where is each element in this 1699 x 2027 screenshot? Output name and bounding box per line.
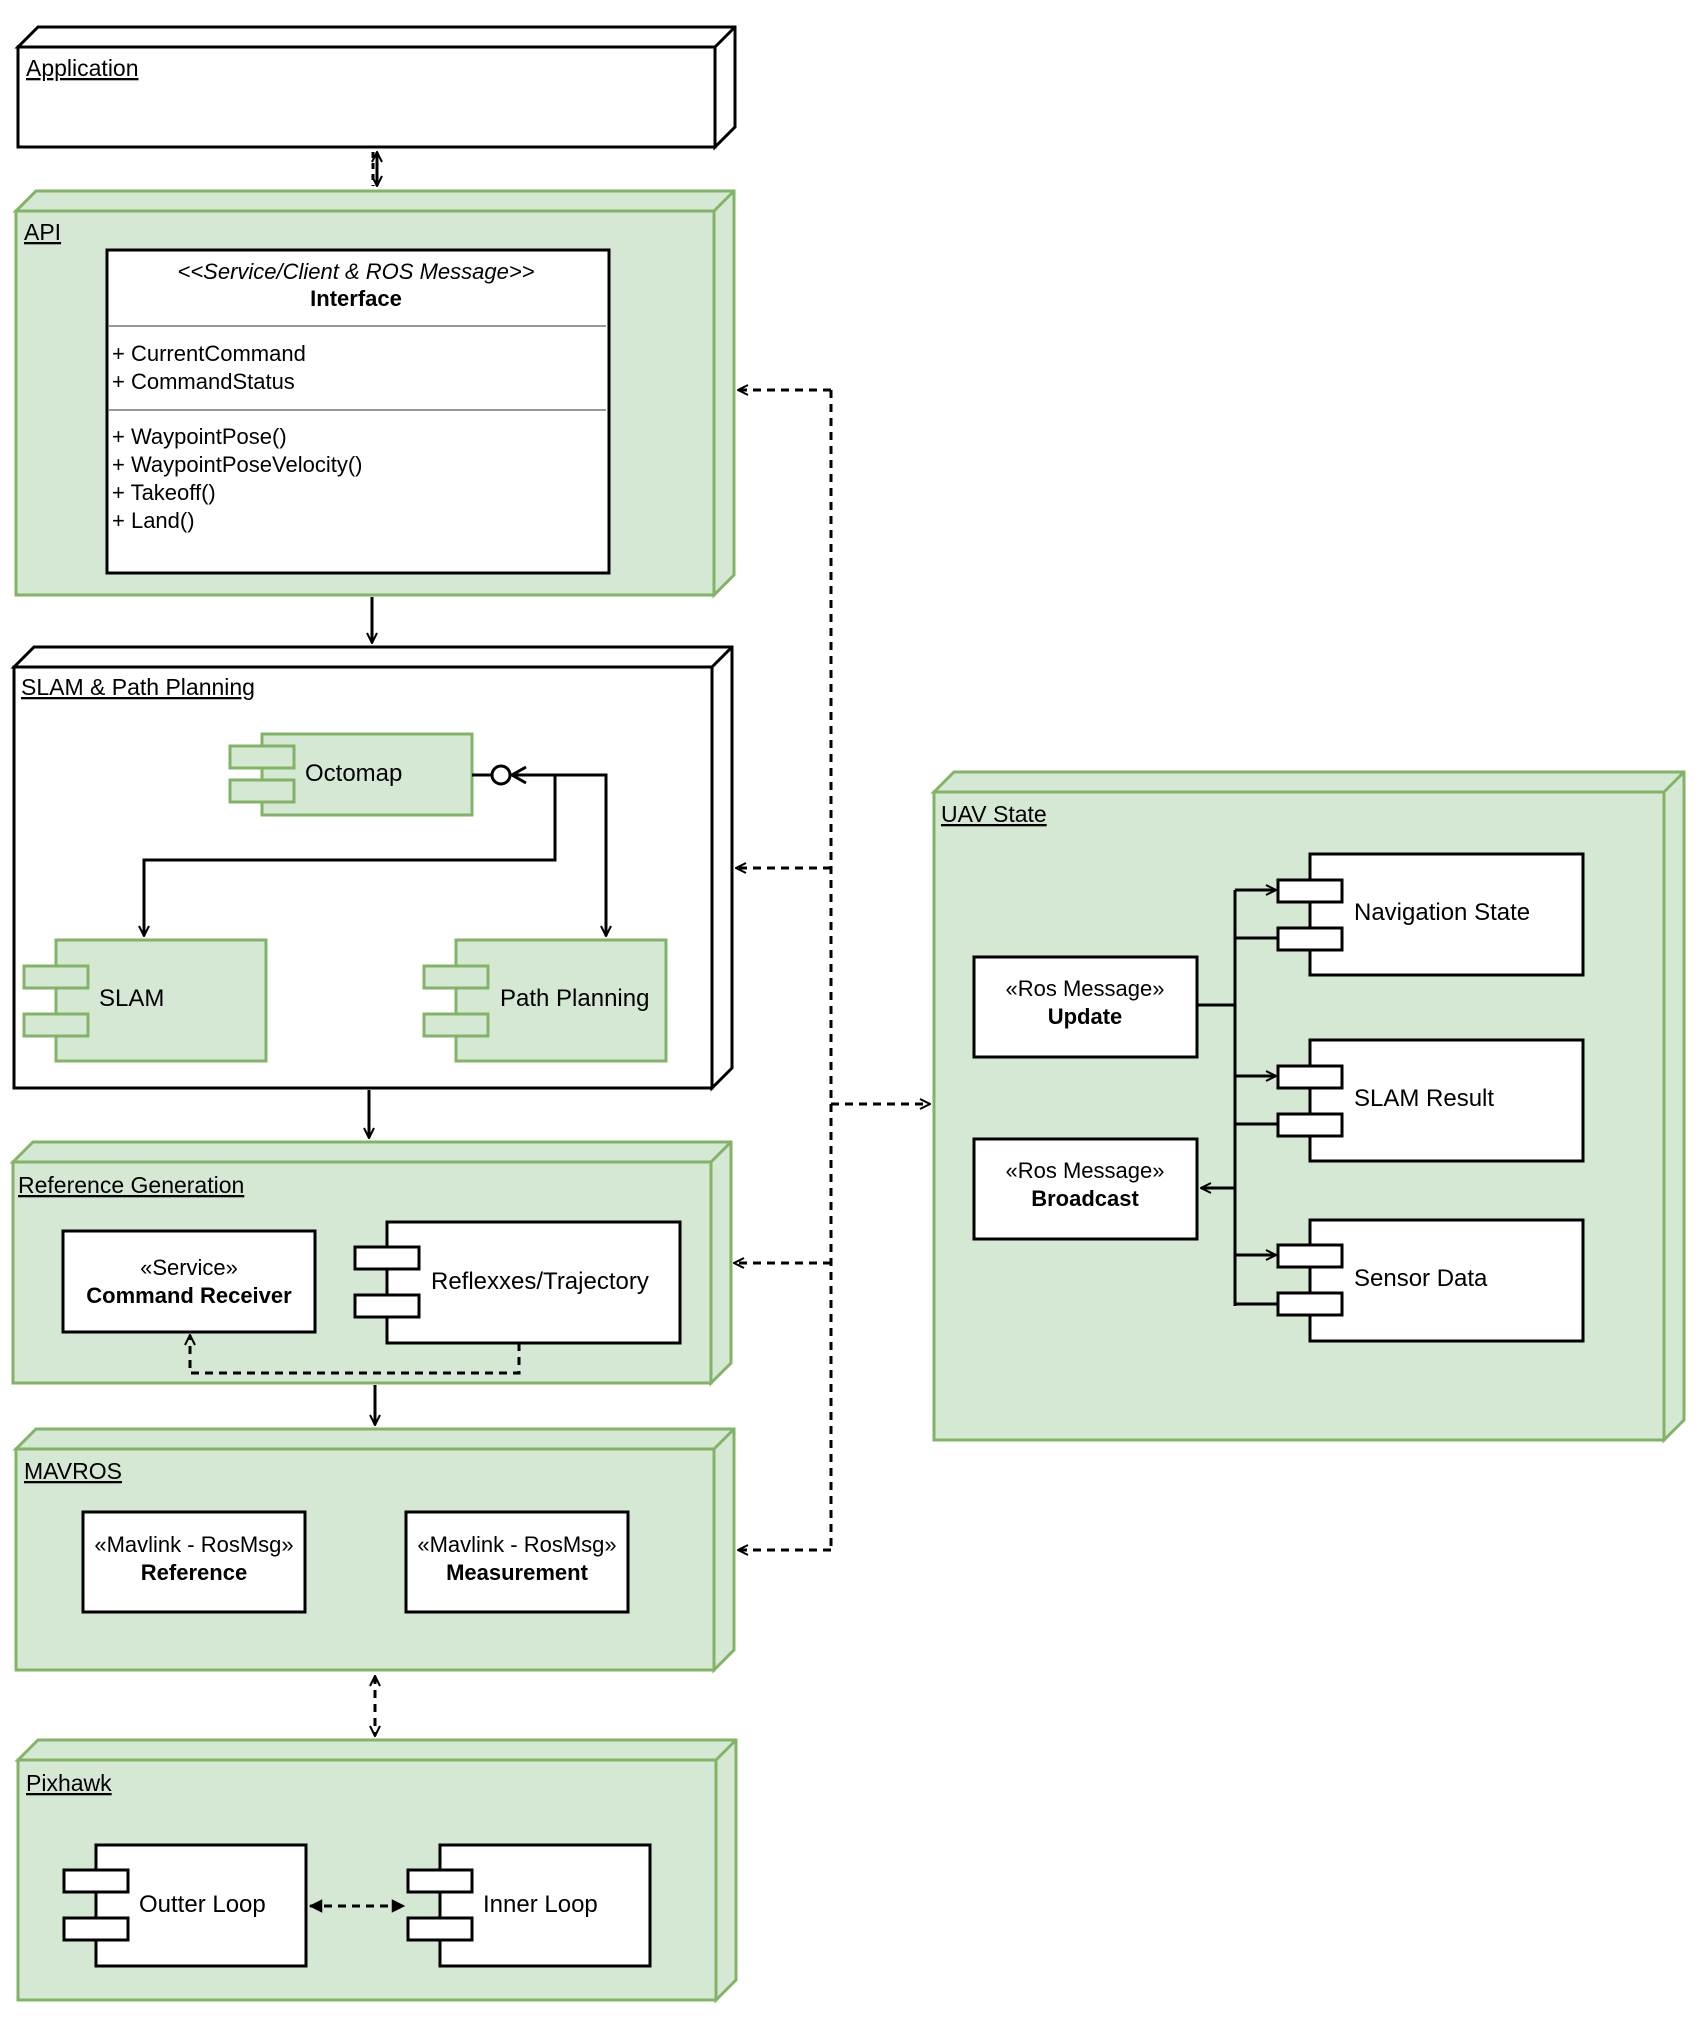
uav-state-title: UAV State xyxy=(941,801,1047,827)
navigation-state-label: Navigation State xyxy=(1354,899,1530,926)
command-receiver-name: Command Receiver xyxy=(86,1283,292,1308)
mavros-reference-name: Reference xyxy=(141,1560,247,1585)
interface-method: + Takeoff() xyxy=(112,480,216,505)
mavros-node: MAVROS «Mavlink - RosMsg» Reference «Mav… xyxy=(12,1427,736,1674)
slam-result-label: SLAM Result xyxy=(1354,1085,1494,1112)
inter-node-connectors xyxy=(369,152,930,1736)
interface-method: + Land() xyxy=(112,508,195,533)
reference-generation-node: Reference Generation «Service» Command R… xyxy=(9,1140,733,1387)
update-message-box: «Ros Message» Update xyxy=(972,955,1199,1059)
slam-result-component: SLAM Result xyxy=(1276,1038,1585,1163)
api-node: API <<Service/Client & ROS Message>> Int… xyxy=(12,189,736,599)
mavros-reference-stereotype: «Mavlink - RosMsg» xyxy=(94,1532,293,1557)
command-receiver-stereotype: «Service» xyxy=(140,1255,238,1280)
mavros-measurement-stereotype: «Mavlink - RosMsg» xyxy=(417,1532,616,1557)
broadcast-name: Broadcast xyxy=(1031,1186,1139,1211)
trajectory-to-receiver-arrow xyxy=(190,1335,521,1375)
outer-loop-label: Outter Loop xyxy=(139,1891,266,1918)
outer-loop-component: Outter Loop xyxy=(62,1843,308,1968)
uav-state-node: UAV State «Ros Message» Update «Ros Mess… xyxy=(930,770,1686,1444)
interface-attribute: + CurrentCommand xyxy=(112,341,306,366)
trajectory-label: Reflexxes/Trajectory xyxy=(431,1268,649,1295)
path-planning-component: Path Planning xyxy=(422,938,668,1063)
pixhawk-node: Pixhawk Outter Loop Inner Loop xyxy=(14,1738,738,2004)
octomap-interface-wiring xyxy=(144,764,606,936)
inner-loop-label: Inner Loop xyxy=(483,1891,598,1918)
broadcast-message-box: «Ros Message» Broadcast xyxy=(972,1137,1199,1241)
octomap-label: Octomap xyxy=(305,760,402,787)
update-stereotype: «Ros Message» xyxy=(1006,976,1165,1001)
interface-name: Interface xyxy=(310,286,402,311)
interface-attribute: + CommandStatus xyxy=(112,369,295,394)
mavros-reference-box: «Mavlink - RosMsg» Reference xyxy=(81,1510,307,1614)
path-planning-label: Path Planning xyxy=(500,985,649,1012)
inner-loop-component: Inner Loop xyxy=(406,1843,652,1968)
slam-path-planning-title: SLAM & Path Planning xyxy=(21,674,255,700)
interface-method: + WaypointPose() xyxy=(112,424,287,449)
trajectory-component: Reflexxes/Trajectory xyxy=(353,1220,682,1345)
application-node: Application xyxy=(14,25,737,151)
interface-class: <<Service/Client & ROS Message>> Interfa… xyxy=(105,248,611,575)
interface-method: + WaypointPoseVelocity() xyxy=(112,452,362,477)
command-receiver-box: «Service» Command Receiver xyxy=(61,1229,317,1334)
navigation-state-component: Navigation State xyxy=(1276,852,1585,977)
octomap-component: Octomap xyxy=(228,732,474,817)
slam-component: SLAM xyxy=(22,938,268,1063)
mavros-title: MAVROS xyxy=(24,1458,122,1484)
slam-path-planning-node: SLAM & Path Planning Octomap SLAM Path P… xyxy=(10,645,734,1092)
sensor-data-label: Sensor Data xyxy=(1354,1265,1488,1292)
update-name: Update xyxy=(1048,1004,1123,1029)
interface-stereotype: <<Service/Client & ROS Message>> xyxy=(177,259,534,284)
mavros-measurement-name: Measurement xyxy=(446,1560,589,1585)
application-title: Application xyxy=(26,55,139,81)
api-title: API xyxy=(24,219,61,245)
reference-generation-title: Reference Generation xyxy=(18,1172,244,1198)
sensor-data-component: Sensor Data xyxy=(1276,1218,1585,1343)
broadcast-stereotype: «Ros Message» xyxy=(1006,1158,1165,1183)
mavros-measurement-box: «Mavlink - RosMsg» Measurement xyxy=(404,1510,630,1614)
slam-label: SLAM xyxy=(99,985,164,1012)
pixhawk-title: Pixhawk xyxy=(26,1770,112,1796)
uav-state-bus xyxy=(1197,890,1278,1306)
